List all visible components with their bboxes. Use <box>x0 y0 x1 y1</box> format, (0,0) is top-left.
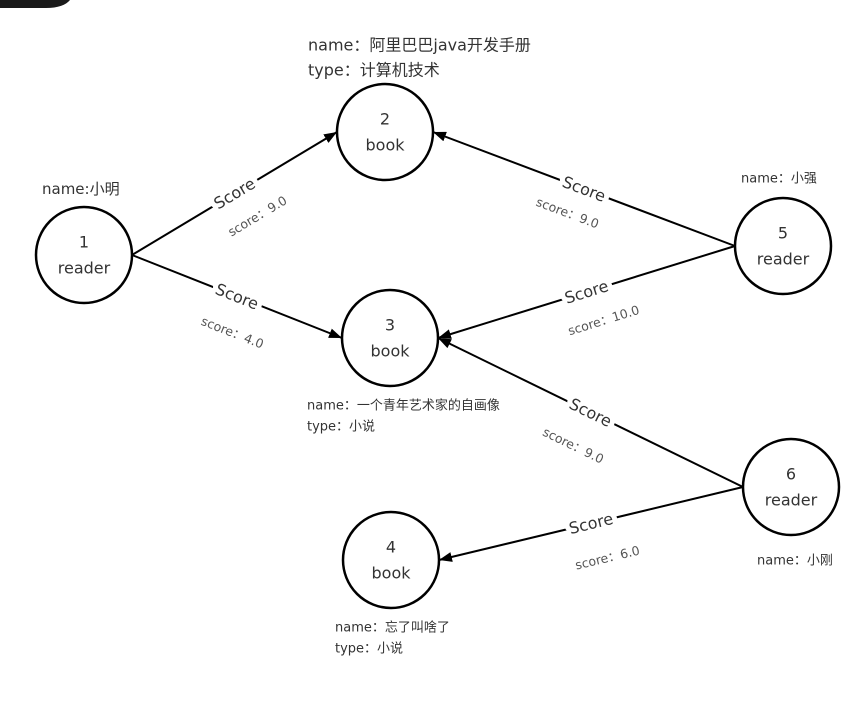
node-type-label: type：计算机技术 <box>308 61 440 80</box>
node-reader-5: 5 reader name：小强 <box>733 172 833 296</box>
node-name-label: name：阿里巴巴java开发手册 <box>308 36 531 55</box>
edge-score-label: score：6.0 <box>574 543 642 573</box>
edge-relation-label: Score <box>560 172 609 206</box>
edge-relation-label: Score <box>567 509 615 538</box>
node-reader-6: 6 reader name：小刚 <box>741 437 841 569</box>
node-id: 5 <box>778 224 788 243</box>
edge-score-label: score：10.0 <box>566 302 641 338</box>
node-circle <box>340 288 440 388</box>
edge-arrow <box>131 131 338 256</box>
edge-relation-label: Score <box>562 276 610 307</box>
edges-layer: Scorescore：9.0Scorescore：4.0Scorescore：9… <box>131 131 744 573</box>
edge-relation-label: Score <box>566 394 615 431</box>
node-kind: reader <box>58 259 111 278</box>
cropped-shape <box>0 0 70 8</box>
nodes-layer: 1 reader name:小明 2 book name：阿里巴巴java开发手… <box>34 36 841 657</box>
node-book-3: 3 book name：一个青年艺术家的自画像 type：小说 <box>307 288 500 435</box>
edge-relation-label: Score <box>213 279 262 313</box>
node-type-label: type：小说 <box>307 420 375 435</box>
node-name-label: name:小明 <box>42 180 120 198</box>
node-id: 4 <box>386 538 396 557</box>
node-name-label: name：一个青年艺术家的自画像 <box>307 398 500 414</box>
node-circle <box>741 437 841 537</box>
edge-score-label: score：9.0 <box>540 424 606 466</box>
node-id: 3 <box>385 316 395 335</box>
node-circle <box>733 196 833 296</box>
node-kind: book <box>372 564 412 583</box>
edge-arrow <box>131 254 343 339</box>
node-circle <box>335 82 435 182</box>
edge-arrow <box>437 245 736 339</box>
edge-arrow <box>432 131 736 247</box>
node-kind: book <box>371 342 411 361</box>
node-kind: reader <box>757 250 810 269</box>
node-name-label: name：小刚 <box>757 554 833 569</box>
node-id: 2 <box>380 110 390 129</box>
edge-relation-label: Score <box>210 174 258 213</box>
node-circle <box>341 510 441 610</box>
node-id: 6 <box>786 465 796 484</box>
node-type-label: type：小说 <box>335 642 403 657</box>
edge-arrow <box>437 337 744 488</box>
edge-score-label: score：4.0 <box>199 313 266 351</box>
node-circle <box>34 205 134 305</box>
node-name-label: name：小强 <box>741 172 817 187</box>
node-reader-1: 1 reader name:小明 <box>34 180 134 305</box>
node-name-label: name：忘了叫啥了 <box>335 620 450 636</box>
node-kind: book <box>366 136 406 155</box>
node-kind: reader <box>765 491 818 510</box>
node-id: 1 <box>79 233 89 252</box>
edge-arrow <box>438 486 744 562</box>
edge-6-to-4: Score score：6.0 <box>438 486 744 573</box>
node-book-4: 4 book name：忘了叫啥了 type：小说 <box>335 510 450 657</box>
node-book-2: 2 book name：阿里巴巴java开发手册 type：计算机技术 <box>308 36 531 182</box>
